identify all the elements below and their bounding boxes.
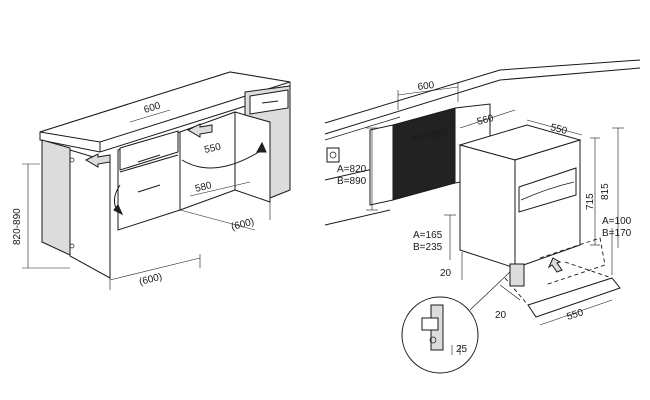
down-arrow bbox=[547, 257, 563, 273]
label-715: 715 bbox=[585, 193, 596, 210]
plinth bbox=[527, 277, 621, 318]
label-unit-width: 550 bbox=[549, 122, 568, 137]
label-a820: A=820 bbox=[337, 164, 367, 175]
right-cabinet-side bbox=[244, 85, 291, 199]
front-dashed bbox=[539, 237, 606, 286]
label-unit-depth: 560 bbox=[476, 113, 495, 128]
open-door-right bbox=[234, 111, 271, 203]
niche-back bbox=[392, 107, 456, 201]
insert-arrow-right bbox=[186, 123, 213, 138]
label-gap-20-bottom: 20 bbox=[495, 310, 507, 321]
drawer-front bbox=[119, 130, 179, 171]
label-600-right: (600) bbox=[230, 217, 255, 233]
niche-side bbox=[369, 124, 394, 206]
right-appliance-view: 600 min. 550 560 550 815 715 A=820 B=890… bbox=[324, 59, 641, 374]
worktop-edge-back bbox=[324, 59, 641, 124]
freezer-compartment bbox=[518, 167, 577, 213]
label-580-depth: 580 bbox=[194, 180, 213, 195]
label-b170: B=170 bbox=[602, 228, 632, 239]
label-a100: A=100 bbox=[602, 216, 632, 227]
side-panel-left bbox=[41, 139, 71, 256]
appliance-side bbox=[459, 144, 516, 269]
label-600-bottom: (600) bbox=[138, 272, 163, 288]
label-gap-20-left: 20 bbox=[440, 268, 452, 279]
label-detail-25: 25 bbox=[456, 344, 468, 355]
label-niche-width: 600 bbox=[417, 80, 435, 93]
label-b235: B=235 bbox=[413, 242, 443, 253]
power-socket bbox=[326, 147, 340, 163]
label-a165: A=165 bbox=[413, 230, 443, 241]
label-b890: B=890 bbox=[337, 176, 367, 187]
label-600-top: 600 bbox=[143, 100, 163, 116]
open-door-left bbox=[69, 149, 111, 279]
worktop-edge-front bbox=[324, 67, 641, 135]
left-cabinet-view: 600 550 580 (600) (600) 820-890 bbox=[12, 71, 291, 290]
label-815: 815 bbox=[600, 183, 611, 200]
worktop-top bbox=[39, 71, 291, 143]
label-550-swing: 550 bbox=[203, 142, 222, 156]
swing-arc-arrow bbox=[181, 149, 263, 169]
hinge-bracket bbox=[509, 263, 525, 287]
label-plinth-550: 550 bbox=[566, 307, 586, 323]
insert-arrow-left bbox=[84, 153, 111, 168]
label-820-890: 820-890 bbox=[12, 208, 23, 245]
